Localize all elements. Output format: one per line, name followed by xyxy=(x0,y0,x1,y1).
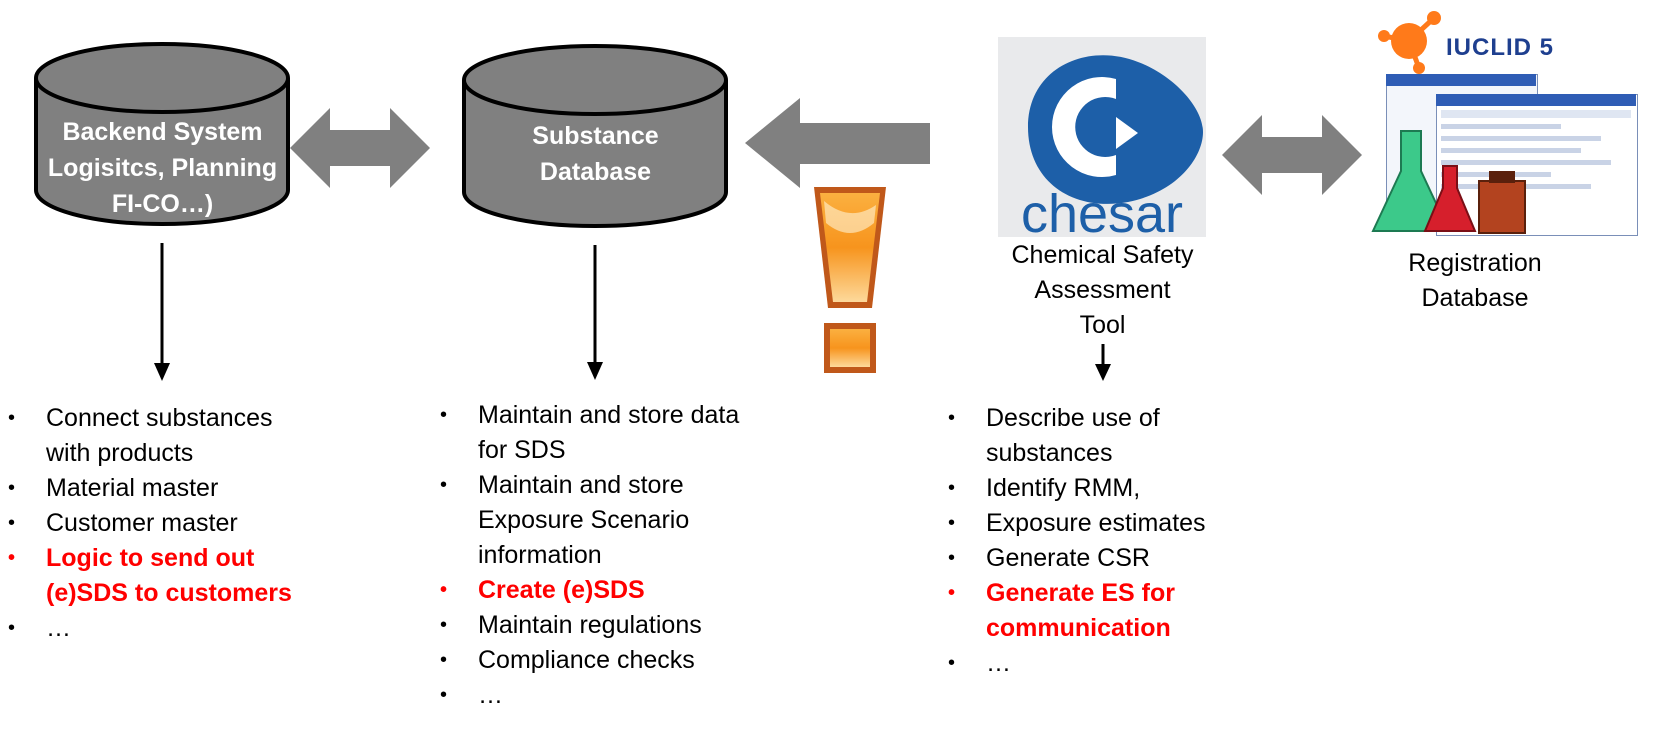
list-item: Material master xyxy=(8,471,308,506)
list-item: Generate CSR xyxy=(948,541,1258,576)
substance-database-cylinder xyxy=(462,44,728,228)
backend-system-label: Backend System Logisitcs, Planning FI-CO… xyxy=(30,114,295,222)
chesar-caption-line2: Assessment xyxy=(1034,276,1171,304)
iuclid-logo: IUCLID 5 xyxy=(1366,6,1664,238)
list-item: Identify RMM, xyxy=(948,471,1258,506)
list-item: … xyxy=(8,611,308,646)
list-item: Maintain and store Exposure Scenario inf… xyxy=(440,468,750,573)
iuclid-screenshot-titlebar-front xyxy=(1436,94,1636,106)
chesar-bullet-list: Describe use of substancesIdentify RMM,E… xyxy=(948,401,1258,681)
list-item: … xyxy=(948,646,1258,681)
backend-bullet-list: Connect substances with productsMaterial… xyxy=(8,401,308,646)
double-arrow-backend-substance xyxy=(290,108,430,188)
list-item: Describe use of substances xyxy=(948,401,1258,471)
list-item: Compliance checks xyxy=(440,643,750,678)
exclamation-warning-icon xyxy=(814,187,886,373)
down-arrow-backend xyxy=(154,243,170,381)
arrow-chesar-to-substance xyxy=(745,98,930,188)
backend-label-line1: Backend System xyxy=(62,118,263,146)
chesar-caption: Chemical Safety Assessment Tool xyxy=(970,238,1235,343)
substance-label-line2: Database xyxy=(539,158,652,186)
list-item: Create (e)SDS xyxy=(440,573,750,608)
list-item: Generate ES for communication xyxy=(948,576,1258,646)
down-arrow-chesar xyxy=(1095,344,1111,381)
list-item: Exposure estimates xyxy=(948,506,1258,541)
iuclid-caption-line2: Database xyxy=(1421,284,1529,312)
chesar-caption-line3: Tool xyxy=(1079,311,1126,339)
chesar-logo-text: chesar xyxy=(1020,184,1184,237)
iuclid-caption-line1: Registration xyxy=(1408,249,1542,277)
chesar-logo: chesar xyxy=(998,37,1206,237)
substance-label-line1: Substance xyxy=(532,122,659,150)
iuclid-caption: Registration Database xyxy=(1370,246,1580,316)
backend-label-line3: FI-CO…) xyxy=(111,190,214,218)
chesar-c-play-icon xyxy=(1028,55,1203,204)
backend-label-line2: Logisitcs, Planning xyxy=(47,154,278,182)
list-item: Maintain regulations xyxy=(440,608,750,643)
iuclid-molecule-icon xyxy=(1378,11,1441,74)
double-arrow-chesar-iuclid xyxy=(1222,115,1362,195)
list-item: Customer master xyxy=(8,506,308,541)
iuclid-flasks-icon xyxy=(1371,130,1526,234)
list-item: … xyxy=(440,678,750,713)
iuclid-screenshot-titlebar-back xyxy=(1386,74,1536,86)
substance-database-label: Substance Database xyxy=(458,118,733,190)
list-item: Maintain and store data for SDS xyxy=(440,398,750,468)
substance-bullet-list: Maintain and store data for SDSMaintain … xyxy=(440,398,750,713)
backend-system-cylinder xyxy=(34,42,290,226)
down-arrow-substance xyxy=(587,245,603,380)
iuclid-logo-text: IUCLID 5 xyxy=(1446,34,1555,61)
list-item: Logic to send out (e)SDS to customers xyxy=(8,541,308,611)
chesar-caption-line1: Chemical Safety xyxy=(1011,241,1194,269)
list-item: Connect substances with products xyxy=(8,401,308,471)
